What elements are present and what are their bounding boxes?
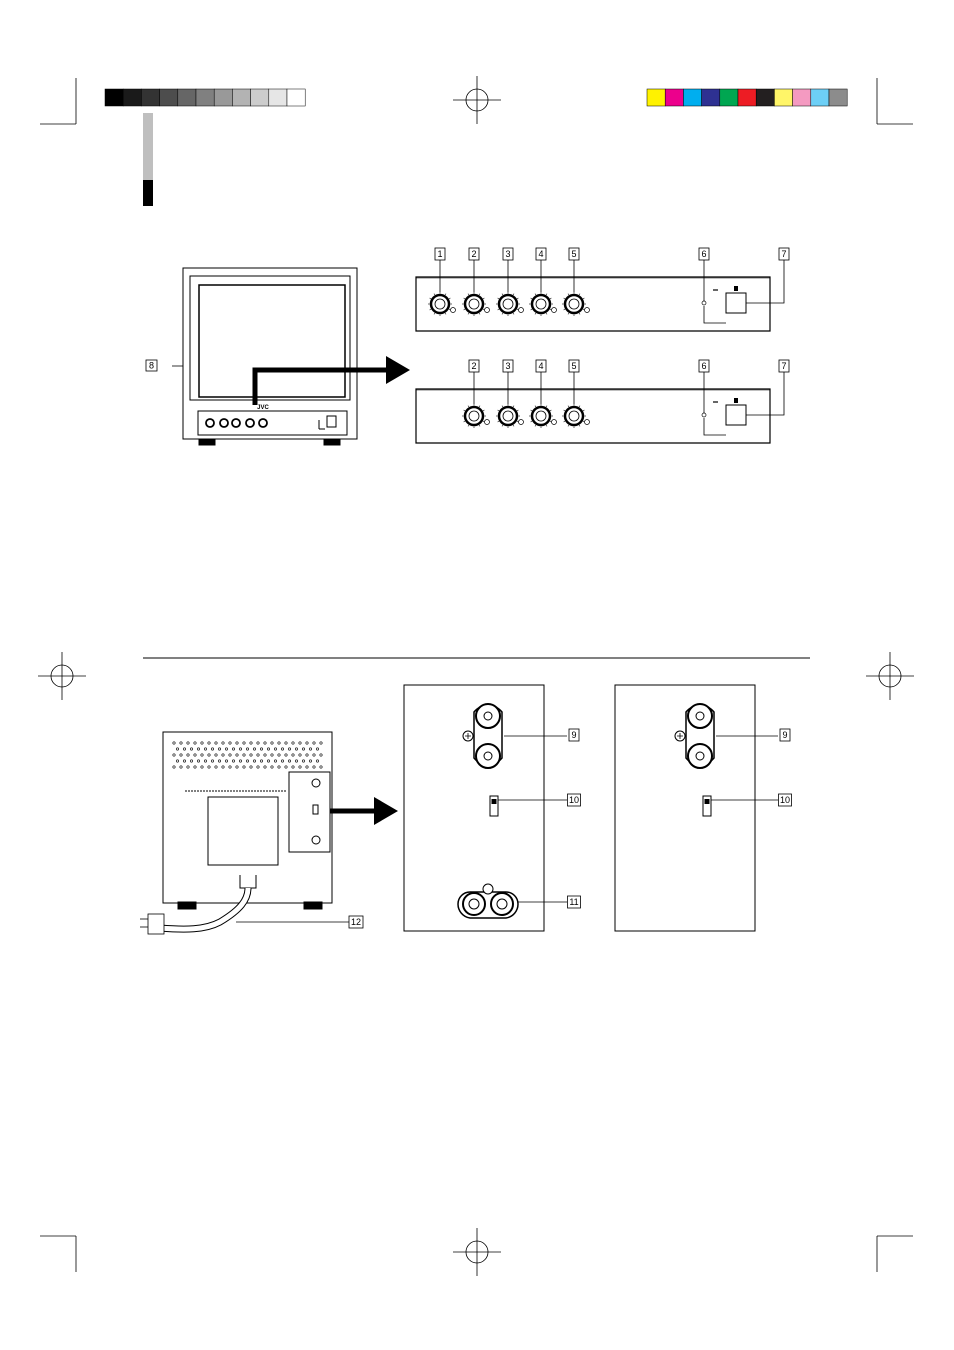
registration-mark-icon	[453, 1228, 501, 1276]
callout-2: 2	[469, 248, 479, 260]
svg-text:4: 4	[538, 361, 543, 371]
callout-6: 6	[699, 360, 709, 372]
color-swatch	[738, 89, 756, 106]
svg-text:7: 7	[781, 249, 786, 259]
section-tab-dark	[143, 180, 153, 206]
rear-panel-b: 9 10	[615, 685, 792, 931]
callout-9: 9	[780, 729, 790, 741]
crop-mark-icon	[40, 78, 76, 124]
svg-text:10: 10	[569, 795, 579, 805]
arrow-right-icon	[374, 797, 398, 825]
svg-text:5: 5	[571, 249, 576, 259]
callout-2: 2	[469, 360, 479, 372]
callout-9: 9	[569, 729, 579, 741]
callout-4: 4	[536, 248, 546, 260]
gray-swatch	[251, 89, 269, 106]
registration-mark-icon	[453, 76, 501, 124]
svg-text:9: 9	[782, 730, 787, 740]
gray-swatch	[287, 89, 305, 106]
svg-text:2: 2	[471, 361, 476, 371]
color-swatch	[720, 89, 738, 106]
gray-swatch	[232, 89, 250, 106]
color-swatch	[683, 89, 701, 106]
gray-swatch	[178, 89, 196, 106]
gray-swatch	[160, 89, 178, 106]
svg-text:5: 5	[571, 361, 576, 371]
color-swatch	[756, 89, 774, 106]
gray-swatch	[214, 89, 232, 106]
callout-7: 7	[779, 360, 789, 372]
crop-mark-icon	[877, 78, 913, 124]
callout-3: 3	[503, 360, 513, 372]
svg-text:7: 7	[781, 361, 786, 371]
callout-4: 4	[536, 360, 546, 372]
front-panel-b: 2 3 4 5 6 7	[416, 360, 789, 443]
gray-swatch	[123, 89, 141, 106]
plug-icon	[140, 914, 164, 934]
svg-text:6: 6	[701, 361, 706, 371]
callout-8: 8	[146, 360, 157, 371]
color-swatch	[647, 89, 665, 106]
gray-swatch	[196, 89, 214, 106]
color-swatch	[702, 89, 720, 106]
gray-swatch	[269, 89, 287, 106]
gray-color-bar	[105, 89, 305, 106]
callout-10: 10	[568, 794, 581, 806]
callout-7: 7	[779, 248, 789, 260]
callout-12: 12	[349, 916, 363, 928]
color-swatch	[774, 89, 792, 106]
svg-text:1: 1	[437, 249, 442, 259]
process-color-bar	[647, 89, 847, 106]
color-swatch	[811, 89, 829, 106]
callout-1: 1	[435, 248, 445, 260]
crop-mark-icon	[877, 1236, 913, 1272]
brand-logo: JVC	[257, 405, 269, 411]
svg-text:4: 4	[538, 249, 543, 259]
crop-mark-icon	[40, 1236, 76, 1272]
callout-3: 3	[503, 248, 513, 260]
svg-text:9: 9	[571, 730, 576, 740]
svg-text:12: 12	[351, 917, 361, 927]
front-panel-a: 1 2 3 4 5 6 7	[416, 248, 789, 331]
svg-text:3: 3	[505, 249, 510, 259]
section-tab-light	[143, 113, 153, 180]
callout-10: 10	[779, 794, 792, 806]
registration-mark-icon	[38, 652, 86, 700]
registration-mark-icon	[866, 652, 914, 700]
arrow-right-icon	[386, 356, 410, 384]
color-swatch	[793, 89, 811, 106]
svg-text:3: 3	[505, 361, 510, 371]
callout-5: 5	[569, 360, 579, 372]
callout-5: 5	[569, 248, 579, 260]
callout-11: 11	[568, 896, 581, 908]
svg-text:11: 11	[569, 897, 578, 907]
gray-swatch	[141, 89, 159, 106]
color-swatch	[829, 89, 847, 106]
svg-text:2: 2	[471, 249, 476, 259]
svg-text:6: 6	[701, 249, 706, 259]
gray-swatch	[105, 89, 123, 106]
color-swatch	[665, 89, 683, 106]
svg-text:8: 8	[149, 361, 154, 371]
rear-panel-a: 9 10 11	[404, 685, 581, 931]
svg-text:10: 10	[780, 795, 790, 805]
callout-6: 6	[699, 248, 709, 260]
